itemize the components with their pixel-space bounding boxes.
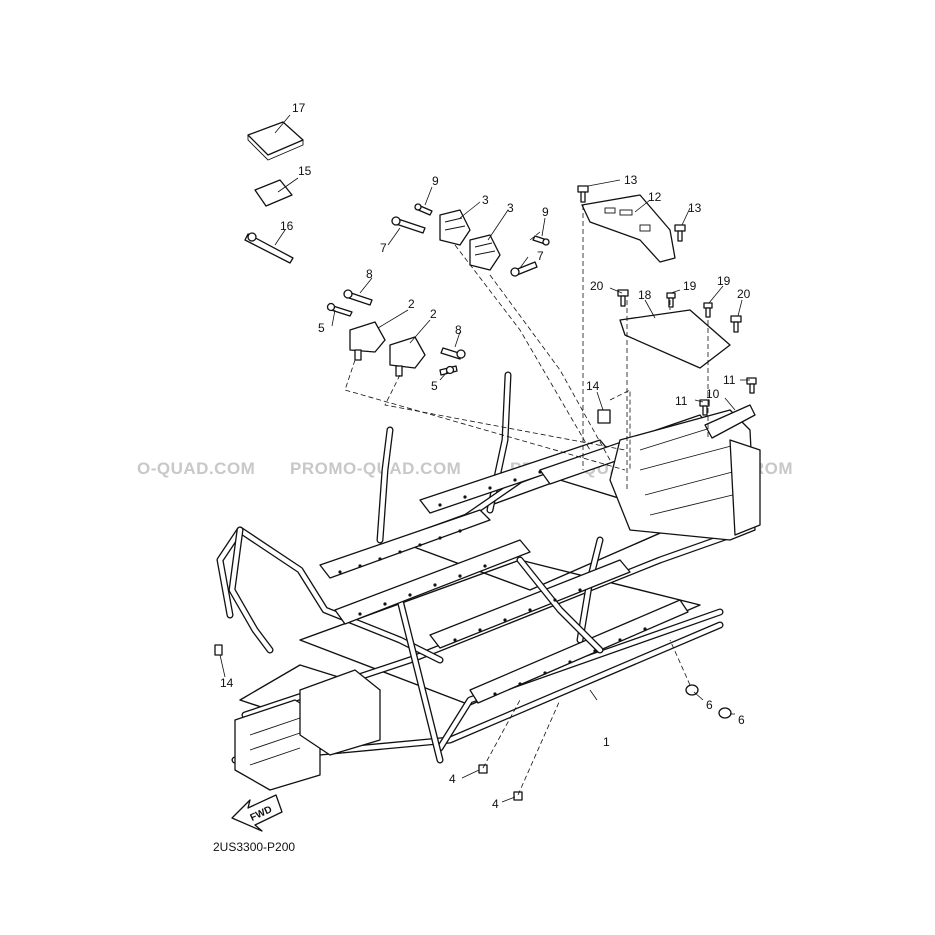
callout-20a: 20 <box>590 279 604 293</box>
bolt-19b <box>703 302 713 318</box>
callout-9a: 9 <box>432 174 439 188</box>
engine-mount-3b <box>469 234 501 271</box>
clip-4b <box>513 791 523 801</box>
callout-7b: 7 <box>537 249 544 263</box>
clip-4a <box>478 764 488 774</box>
callout-7a: 7 <box>380 241 387 255</box>
tool <box>244 232 294 264</box>
diagram-code: 2US3300-P200 <box>213 840 295 854</box>
callout-8b: 8 <box>455 323 462 337</box>
callout-11a: 11 <box>675 394 688 408</box>
callout-12: 12 <box>648 190 662 204</box>
mount-2b <box>389 336 426 377</box>
callout-5b: 5 <box>431 379 438 393</box>
bracket-12 <box>581 194 676 263</box>
owners-manual <box>247 121 304 156</box>
callout-4b: 4 <box>492 797 499 811</box>
callout-19a: 19 <box>683 279 697 293</box>
bolt-5a <box>326 302 353 317</box>
callout-19b: 19 <box>717 274 731 288</box>
callout-9b: 9 <box>542 205 549 219</box>
callout-15: 15 <box>298 164 312 178</box>
callout-20b: 20 <box>737 287 751 301</box>
mount-2a <box>349 321 386 361</box>
clip-14-lower <box>214 644 223 656</box>
callout-14a: 14 <box>586 379 600 393</box>
bolt-20b <box>730 315 742 333</box>
callout-2a: 2 <box>408 297 415 311</box>
callout-8a: 8 <box>366 267 373 281</box>
bracket-10 <box>704 404 756 439</box>
bolt-13b <box>674 224 686 242</box>
bolt-11b <box>746 377 757 394</box>
bolt-7a <box>391 216 426 234</box>
bolt-8b <box>440 347 466 360</box>
bolt-13a <box>577 185 589 203</box>
callout-1: 1 <box>603 735 610 749</box>
plate-18 <box>619 309 731 369</box>
watermark-center: PROMO-QUAD.COM <box>290 459 461 478</box>
bolt-19a <box>666 292 676 308</box>
callout-11b: 11 <box>723 373 736 387</box>
bolt-11a <box>699 399 710 416</box>
bolt-9b <box>532 235 550 246</box>
bolt-7b <box>510 261 538 277</box>
callout-6b: 6 <box>738 713 745 727</box>
callout-13b: 13 <box>688 201 702 215</box>
callout-16: 16 <box>280 219 294 233</box>
assembly-lines <box>344 205 709 796</box>
bolt-8a <box>343 289 373 306</box>
callout-13a: 13 <box>624 173 638 187</box>
callout-17: 17 <box>292 101 306 115</box>
callout-4a: 4 <box>449 772 456 786</box>
callout-3b: 3 <box>507 201 514 215</box>
bolt-9a <box>414 203 433 216</box>
bolt-5b <box>439 365 458 376</box>
callout-18: 18 <box>638 288 652 302</box>
callout-14b: 14 <box>220 676 234 690</box>
engine-mount-3a <box>439 209 471 246</box>
callout-6a: 6 <box>706 698 713 712</box>
callout-5a: 5 <box>318 321 325 335</box>
watermark-left: O-QUAD.COM <box>137 459 255 478</box>
fwd-arrow-icon: FWD <box>231 794 283 832</box>
main-frame <box>216 371 761 791</box>
clip-14 <box>597 409 611 424</box>
label-plate <box>254 179 293 207</box>
bolt-20a <box>617 289 629 307</box>
callout-3a: 3 <box>482 193 489 207</box>
leader-lines <box>219 114 750 803</box>
callouts: 17 15 16 9 3 3 9 7 7 8 2 2 5 8 5 13 12 1… <box>220 101 751 811</box>
callout-2b: 2 <box>430 307 437 321</box>
nut-6b <box>718 707 732 719</box>
callout-10: 10 <box>706 387 720 401</box>
